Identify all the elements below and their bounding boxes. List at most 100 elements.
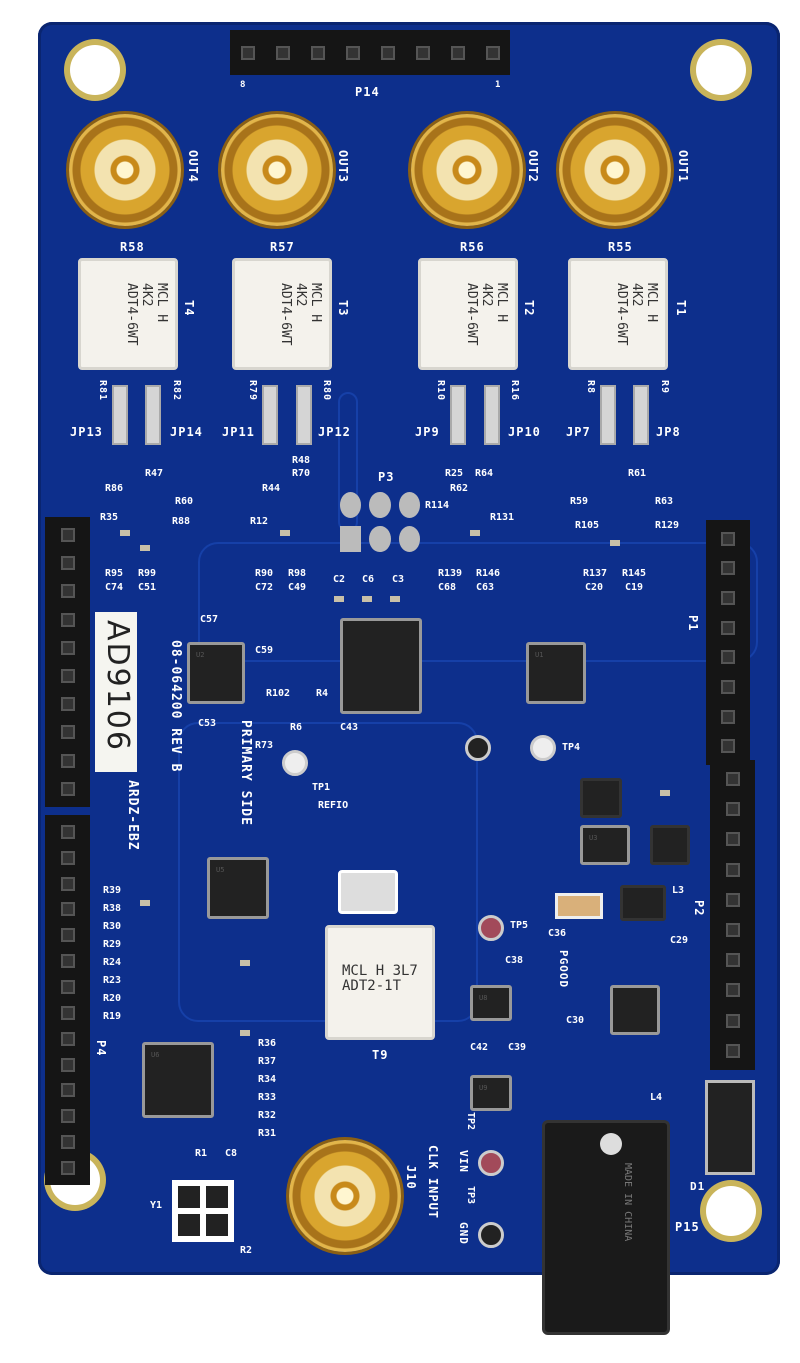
pin-label: 1 (495, 80, 502, 90)
test-point[interactable] (465, 735, 491, 761)
jumper-jp14[interactable] (145, 385, 161, 445)
label-ref: C3 (392, 574, 405, 585)
smd-component (334, 596, 344, 602)
label-jp9: JP9 (415, 425, 440, 439)
label-r55: R55 (608, 240, 633, 254)
smd-component (280, 530, 290, 536)
sma-connector-out2[interactable] (411, 114, 523, 226)
label-ref: C42 (470, 1042, 489, 1053)
label-ref: R64 (475, 468, 494, 479)
label-tp5: TP5 (510, 920, 529, 931)
label-ref: R33 (258, 1092, 277, 1103)
sma-connector-out4[interactable] (69, 114, 181, 226)
chip-u8: U8 (470, 985, 512, 1021)
transformer-marking: ADT4-6WT (124, 283, 139, 346)
label-p2: P2 (692, 900, 706, 917)
header-left-top[interactable] (45, 517, 90, 807)
label-resistor: R8 (585, 380, 596, 395)
jumper-jp12[interactable] (296, 385, 312, 445)
label-jp10: JP10 (508, 425, 541, 439)
chip-u5: U5 (207, 857, 269, 919)
header-p14[interactable] (230, 30, 510, 75)
header-pin (725, 953, 740, 968)
header-pin (721, 531, 735, 546)
label-ref: C39 (508, 1042, 527, 1053)
label-t9: T9 (372, 1048, 389, 1062)
label-ref: C53 (198, 718, 217, 729)
inductor (650, 825, 690, 865)
label-p15: P15 (675, 1220, 700, 1234)
header-pin (310, 45, 325, 60)
label-ref: R32 (258, 1110, 277, 1121)
mounting-hole (696, 45, 746, 95)
smd-component (470, 530, 480, 536)
label-ref: C72 (255, 582, 274, 593)
header-pin (60, 979, 75, 994)
smd-component (140, 545, 150, 551)
label-ref: C74 (105, 582, 124, 593)
label-ref: R39 (103, 885, 122, 896)
header-pin (60, 753, 75, 768)
label-ref: R86 (105, 483, 124, 494)
label-r56: R56 (460, 240, 485, 254)
dc-power-jack[interactable]: MADE IN CHINA (542, 1120, 670, 1335)
label-tp1: TP1 (312, 782, 331, 793)
sma-connector-out1[interactable] (559, 114, 671, 226)
label-ref: R23 (103, 975, 122, 986)
chip-u3: U3 (580, 825, 630, 865)
label-refio: REFIO (318, 800, 349, 811)
sma-connector-out3[interactable] (221, 114, 333, 226)
smd-component (610, 540, 620, 546)
test-point-tp5[interactable] (478, 915, 504, 941)
label-ref: C29 (670, 935, 689, 946)
jumper-jp7[interactable] (600, 385, 616, 445)
header-pin (60, 876, 75, 891)
header-pin (721, 561, 735, 576)
label-out4: OUT4 (186, 150, 200, 183)
header-pin (60, 1135, 75, 1150)
header-p1[interactable] (706, 520, 750, 765)
label-ref: R114 (425, 500, 450, 511)
header-pin (721, 591, 735, 606)
jumper-jp13[interactable] (112, 385, 128, 445)
label-ref: R48 (292, 455, 311, 466)
label-tp3: TP3 (465, 1186, 476, 1205)
transformer-marking: MCL H 4K2 (293, 283, 323, 323)
label-jp14: JP14 (170, 425, 203, 439)
label-resistor: R9 (659, 380, 670, 395)
header-pin (60, 1031, 75, 1046)
label-ref: C68 (438, 582, 457, 593)
label-ref: R30 (103, 921, 122, 932)
jumper-jp11[interactable] (262, 385, 278, 445)
label-ref: C63 (476, 582, 495, 593)
header-p2[interactable] (710, 760, 755, 1070)
smd-component (240, 960, 250, 966)
test-point-tp3[interactable] (478, 1222, 504, 1248)
header-pin (60, 556, 75, 571)
label-ref: R36 (258, 1038, 277, 1049)
test-point-tp2[interactable] (478, 1150, 504, 1176)
jumper-jp8[interactable] (633, 385, 649, 445)
header-pin (725, 862, 740, 877)
test-point-tp4[interactable] (530, 735, 556, 761)
sma-connector-clk-input[interactable] (289, 1140, 401, 1252)
jumper-jp10[interactable] (484, 385, 500, 445)
label-ref: R129 (655, 520, 680, 531)
label-r57: R57 (270, 240, 295, 254)
header-p4[interactable] (45, 815, 90, 1185)
label-resistor: R16 (509, 380, 520, 402)
label-ref: R60 (175, 496, 194, 507)
mounting-hole (70, 45, 120, 95)
test-point-tp1[interactable] (282, 750, 308, 776)
crystal-oscillator (338, 870, 398, 914)
model-label: ARDZ-EBZ (125, 780, 140, 851)
header-p3[interactable] (340, 492, 420, 552)
label-resistor: R80 (321, 380, 332, 402)
label-jp7: JP7 (566, 425, 591, 439)
label-ref: R20 (103, 993, 122, 1004)
label-ref: R62 (450, 483, 469, 494)
jumper-jp9[interactable] (450, 385, 466, 445)
label-ref: L3 (672, 885, 685, 896)
